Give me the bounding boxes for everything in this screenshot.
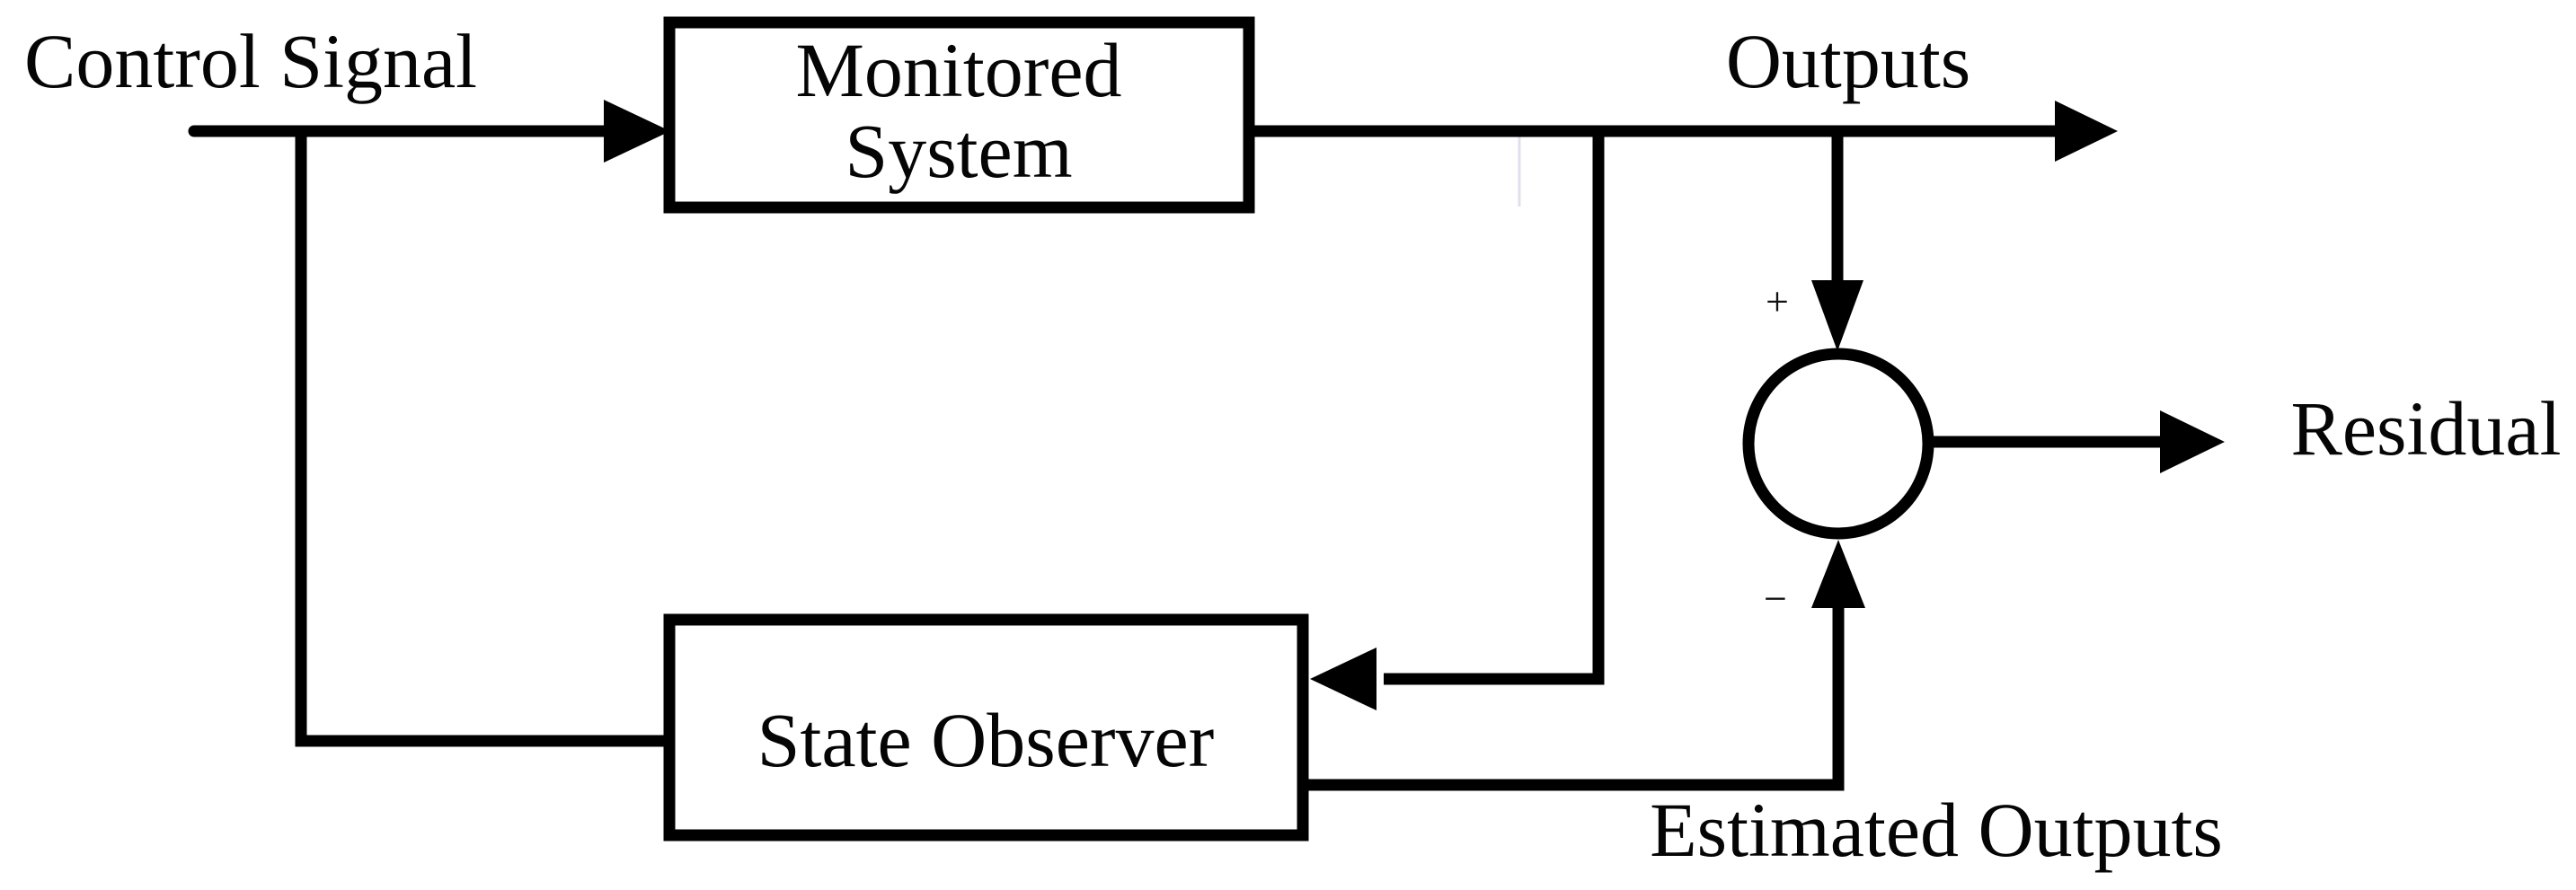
- state-observer-block: [663, 613, 1309, 842]
- state-observer-label: State Observer: [757, 697, 1215, 783]
- residual-label: Residual: [2291, 385, 2562, 471]
- outputs-feedback-wire: [1384, 131, 1605, 685]
- arrowhead-into-monitored-system: [604, 100, 670, 163]
- monitored-system-label-line1: Monitored: [795, 27, 1121, 113]
- summing-junction-circle: [1742, 348, 1934, 540]
- arrowhead-residual: [2160, 410, 2225, 473]
- outputs-label: Outputs: [1726, 18, 1970, 104]
- monitored-system-block: [663, 16, 1255, 214]
- monitored-system-label-line2: System: [845, 108, 1072, 194]
- arrowhead-into-junction-top: [1811, 280, 1863, 351]
- control-signal-branch-wire: [295, 131, 669, 747]
- arrowhead-into-junction-bottom: [1811, 540, 1865, 608]
- arrowhead-outputs: [2055, 101, 2118, 162]
- minus-sign: −: [1764, 576, 1787, 621]
- estimated-outputs-wire: [1303, 607, 1845, 791]
- arrowhead-into-state-observer: [1310, 648, 1377, 710]
- estimated-outputs-label: Estimated Outputs: [1650, 787, 2223, 873]
- control-signal-label: Control Signal: [24, 18, 477, 104]
- plus-sign: +: [1766, 278, 1789, 324]
